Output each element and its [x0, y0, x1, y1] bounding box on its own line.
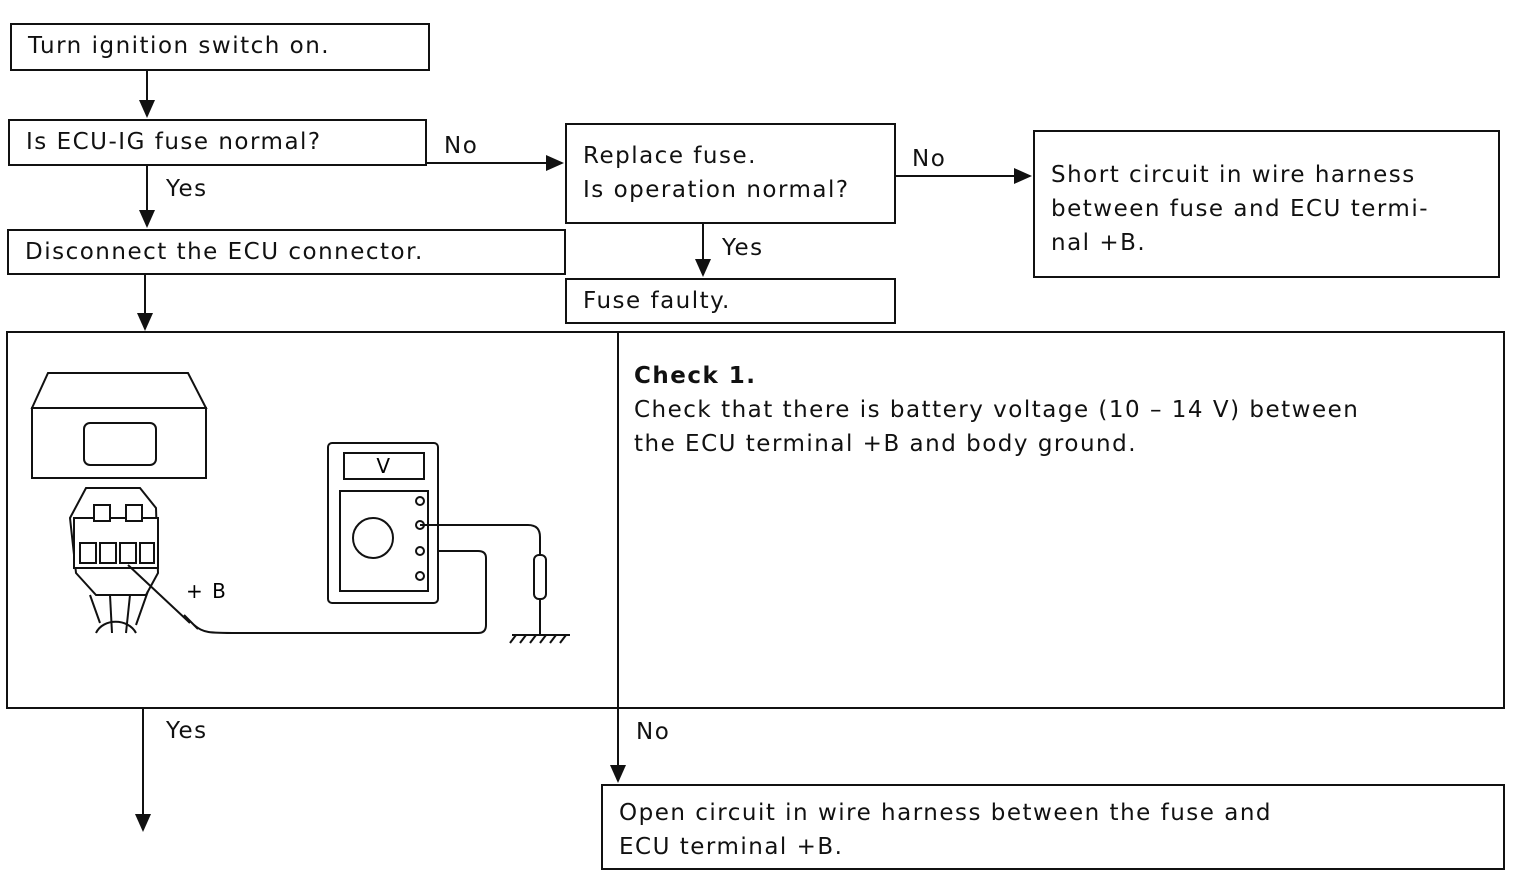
result-fuse-faulty-text: Fuse faulty. — [583, 288, 731, 314]
result-short-circuit: Short circuit in wire harness between fu… — [1033, 130, 1500, 278]
step-disconnect-ecu-text: Disconnect the ECU connector. — [25, 239, 424, 265]
ecu-connector-icon — [68, 487, 160, 634]
ground-probe-icon — [420, 524, 570, 644]
voltmeter-icon — [327, 442, 439, 604]
decision-fuse-normal: Is ECU-IG fuse normal? — [8, 119, 427, 166]
check-1-body: Check that there is battery voltage (10 … — [634, 397, 1360, 457]
label-check-no: No — [636, 719, 671, 745]
check-1-panel: Check 1. Check that there is battery vol… — [6, 331, 1505, 709]
check-1-title: Check 1. — [634, 363, 757, 389]
step-turn-ignition-on-text: Turn ignition switch on. — [28, 33, 331, 59]
probe-positive-icon — [127, 550, 487, 634]
decision-replace-fuse-text: Replace fuse. Is operation normal? — [583, 143, 850, 203]
label-fuse-yes: Yes — [166, 176, 208, 202]
check-1-divider — [617, 333, 619, 707]
check-1-text: Check 1. Check that there is battery vol… — [634, 359, 1359, 461]
result-open-circuit-text: Open circuit in wire harness between the… — [619, 800, 1273, 860]
label-check-yes: Yes — [166, 718, 208, 744]
ecu-voltmeter-illustration: V + B — [30, 372, 570, 644]
voltmeter-label: V — [376, 454, 391, 478]
decision-fuse-normal-text: Is ECU-IG fuse normal? — [26, 129, 322, 155]
step-disconnect-ecu: Disconnect the ECU connector. — [7, 229, 566, 275]
step-turn-ignition-on: Turn ignition switch on. — [10, 23, 430, 71]
label-replace-yes: Yes — [722, 235, 764, 261]
result-short-circuit-text: Short circuit in wire harness between fu… — [1051, 162, 1430, 256]
label-fuse-no: No — [444, 133, 479, 159]
ecu-unit-icon — [30, 372, 208, 479]
result-fuse-faulty: Fuse faulty. — [565, 278, 896, 324]
result-open-circuit: Open circuit in wire harness between the… — [601, 784, 1505, 870]
decision-replace-fuse: Replace fuse. Is operation normal? — [565, 123, 896, 224]
label-replace-no: No — [912, 146, 947, 172]
terminal-b-label: + B — [186, 579, 227, 603]
